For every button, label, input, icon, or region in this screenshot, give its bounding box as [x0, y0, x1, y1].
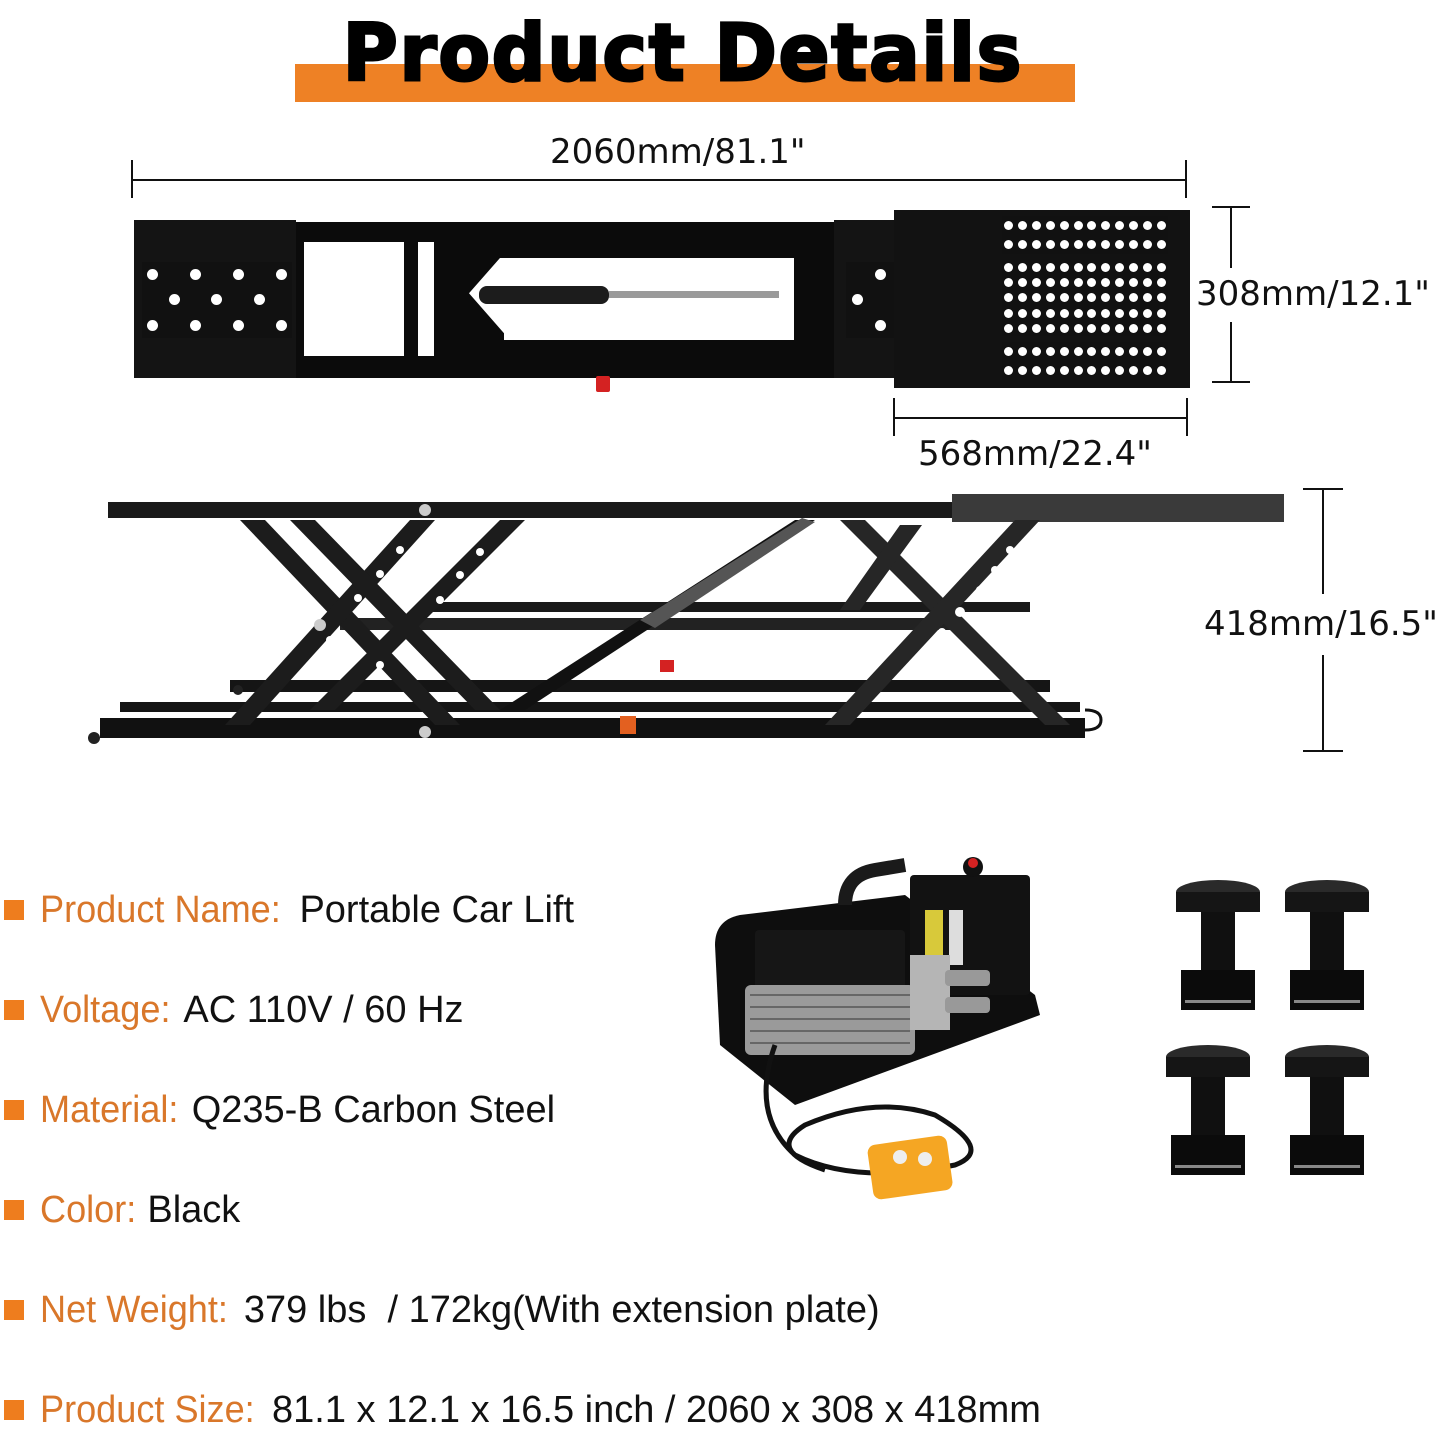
spec-item-material: Material: Q235-B Carbon Steel — [0, 1085, 555, 1135]
frame-cross — [434, 242, 454, 356]
width-label: 308mm/12.1" — [1196, 274, 1430, 314]
hydraulic-cylinder — [479, 286, 609, 304]
frame-cross — [794, 242, 834, 356]
spec-item-voltage: Voltage: AC 110V / 60 Hz — [0, 985, 464, 1035]
spec-label: Product Name: — [40, 888, 281, 931]
frame-cross — [296, 242, 304, 356]
dimension-line — [1322, 655, 1324, 751]
bullet-square-icon — [4, 1000, 24, 1020]
perforated-plate — [1002, 342, 1168, 380]
dimension-tick — [1186, 398, 1188, 436]
spec-label: Voltage: — [40, 988, 171, 1031]
frame-cross — [404, 242, 418, 356]
bullet-square-icon — [4, 1100, 24, 1120]
spec-value: 81.1 x 12.1 x 16.5 inch / 2060 x 308 x 4… — [272, 1388, 1041, 1431]
perforated-plate — [1002, 260, 1168, 336]
height-label: 418mm/16.5" — [1204, 604, 1438, 644]
dimension-tick — [1212, 381, 1250, 383]
lift-pad — [1175, 878, 1261, 1018]
lift-pad — [1284, 1043, 1370, 1183]
spec-label: Net Weight: — [40, 1288, 228, 1331]
spec-item-net-weight: Net Weight: 379 lbs / 172kg(With extensi… — [0, 1285, 880, 1335]
header-orange-bar — [295, 64, 1075, 102]
extension-label: 568mm/22.4" — [918, 434, 1152, 474]
spec-value: 379 lbs / 172kg(With extension plate) — [243, 1288, 880, 1331]
header-banner: Product Details — [295, 8, 1075, 102]
spec-label: Product Size: — [40, 1388, 255, 1431]
dimension-line — [1230, 206, 1232, 268]
bullet-square-icon — [4, 1300, 24, 1320]
spec-value: AC 110V / 60 Hz — [183, 988, 464, 1031]
dimension-line — [1230, 322, 1232, 382]
cylinder-rod — [609, 291, 779, 298]
bullet-square-icon — [4, 1400, 24, 1420]
frame-inner — [454, 242, 794, 258]
lift-side-view-image — [80, 490, 1290, 750]
spec-item-color: Color: Black — [0, 1185, 240, 1235]
dimension-line — [1322, 488, 1324, 594]
spec-value: Black — [147, 1188, 241, 1231]
hydraulic-pump-image — [705, 855, 1055, 1215]
dimension-tick — [1185, 160, 1187, 198]
red-release-valve — [596, 376, 610, 392]
spec-item-product-name: Product Name: Portable Car Lift — [0, 885, 574, 935]
perforated-plate — [1002, 216, 1168, 254]
hydraulic-pump-icon — [715, 857, 1040, 1200]
spec-label: Material: — [40, 1088, 179, 1131]
dimension-tick — [1303, 750, 1343, 752]
bullet-square-icon — [4, 900, 24, 920]
page-title: Product Details — [341, 9, 1024, 100]
frame-inner — [454, 340, 794, 356]
spec-item-product-size: Product Size: 81.1 x 12.1 x 16.5 inch / … — [0, 1385, 1041, 1435]
lift-top-view-image — [134, 210, 1194, 392]
bullet-square-icon — [4, 1200, 24, 1220]
spec-value: Portable Car Lift — [299, 888, 575, 931]
dimension-line — [893, 417, 1188, 419]
lift-pad — [1165, 1043, 1251, 1183]
length-label: 2060mm/81.1" — [550, 132, 806, 172]
spec-value: Q235-B Carbon Steel — [191, 1088, 556, 1131]
dimension-line — [131, 179, 1187, 181]
spec-label: Color: — [40, 1188, 137, 1231]
lift-pad — [1284, 878, 1370, 1018]
scissor-lift-icon — [88, 494, 1284, 744]
perforated-plate — [142, 262, 292, 338]
